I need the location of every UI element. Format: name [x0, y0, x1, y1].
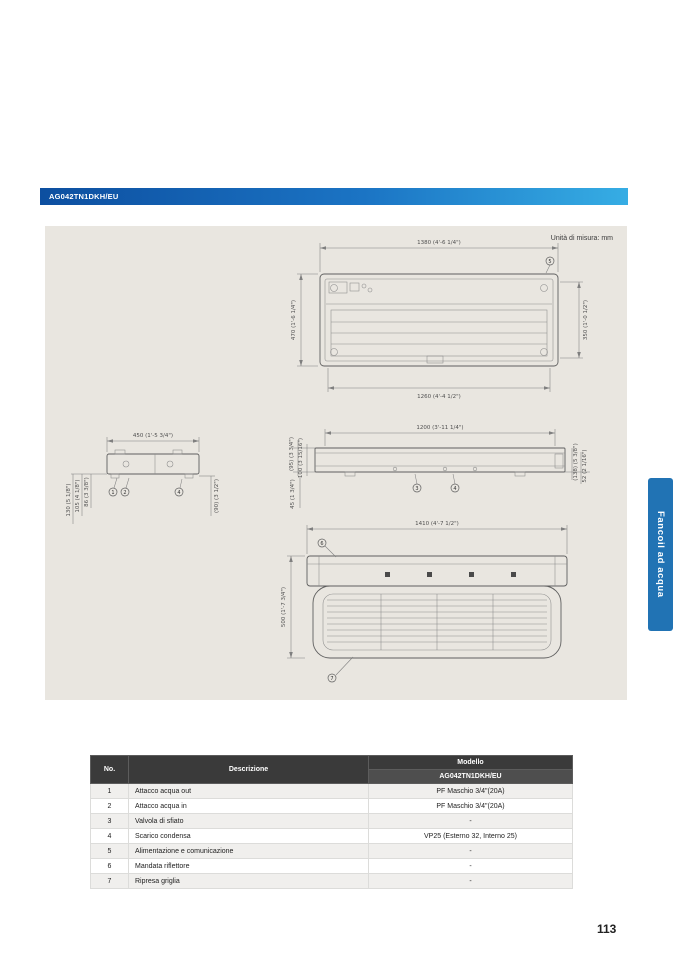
- table-row: 2 Attacco acqua in PF Maschio 3/4"(20A): [90, 798, 573, 814]
- cell-no: 5: [90, 843, 129, 859]
- cell-desc: Mandata riflettore: [128, 858, 369, 874]
- dim-label: 1200 (3'-11 1/4"): [416, 425, 463, 431]
- col-header-modello-group: Modello: [368, 755, 573, 770]
- table-row: 3 Valvola di sfiato -: [90, 813, 573, 829]
- side-tab-label: Fancoil ad acqua: [655, 511, 666, 598]
- svg-text:6: 6: [320, 541, 323, 547]
- table-row: 5 Alimentazione e comunicazione -: [90, 843, 573, 859]
- top-view: 1380 (4'-6 1/4") 470 (1'-6 1/4") 1260 (4…: [291, 240, 589, 400]
- cell-no: 4: [90, 828, 129, 844]
- model-code-label: AG042TN1DKH/EU: [49, 192, 119, 201]
- side-view-long: 1200 (3'-11 1/4") (95) (3 3/4") 100 (3 1…: [289, 425, 590, 509]
- technical-drawings: 1380 (4'-6 1/4") 470 (1'-6 1/4") 1260 (4…: [66, 240, 590, 683]
- dim-label: (95) (3 3/4"): [289, 437, 295, 471]
- unit-of-measure-note: Unità di misura: mm: [550, 235, 613, 242]
- cell-value: -: [368, 843, 573, 859]
- svg-text:4: 4: [453, 486, 456, 492]
- callout-4: 4: [450, 473, 460, 493]
- dim-label: (90) (3 1/2"): [214, 479, 220, 513]
- cell-value: PF Maschio 3/4"(20A): [368, 783, 573, 799]
- callout-2: 2: [120, 477, 130, 497]
- dim-label: 500 (1'-7 3/4"): [281, 587, 287, 627]
- cell-desc: Valvola di sfiato: [128, 813, 369, 829]
- svg-text:3: 3: [415, 486, 418, 492]
- svg-text:7: 7: [330, 676, 333, 682]
- cell-no: 1: [90, 783, 129, 799]
- cell-desc: Ripresa griglia: [128, 873, 369, 889]
- cell-no: 2: [90, 798, 129, 814]
- dim-label: 86 (3 3/8"): [84, 477, 90, 507]
- table-row: 4 Scarico condensa VP25 (Esterno 32, Int…: [90, 828, 573, 844]
- col-header-no: No.: [90, 755, 129, 784]
- dim-label: 1380 (4'-6 1/4"): [417, 240, 461, 246]
- callout-5: 5: [545, 256, 555, 274]
- model-header-band: AG042TN1DKH/EU: [40, 188, 628, 205]
- cell-value: -: [368, 858, 573, 874]
- cell-value: -: [368, 873, 573, 889]
- callout-1: 1: [108, 477, 118, 497]
- callout-7: 7: [327, 656, 354, 683]
- svg-text:2: 2: [123, 490, 126, 496]
- dim-label: 1410 (4'-7 1/2"): [415, 521, 459, 527]
- cell-no: 3: [90, 813, 129, 829]
- dim-label: 470 (1'-6 1/4"): [291, 300, 297, 340]
- callout-6: 6: [317, 538, 337, 558]
- svg-text:5: 5: [548, 259, 551, 265]
- callout-3: 3: [412, 473, 422, 493]
- cell-no: 7: [90, 873, 129, 889]
- cell-value: VP25 (Esterno 32, Interno 25): [368, 828, 573, 844]
- front-view: 1410 (4'-7 1/2") 500 (1'-7 3/4") 6 7: [281, 521, 568, 683]
- cell-no: 6: [90, 858, 129, 874]
- dim-label: 130 (5 1/8"): [66, 483, 72, 516]
- cell-desc: Scarico condensa: [128, 828, 369, 844]
- dim-label: 450 (1'-5 3/4"): [133, 433, 173, 439]
- dim-label: 1260 (4'-4 1/2"): [417, 394, 461, 400]
- dim-label: 52 (2 1/16"): [582, 449, 588, 482]
- cell-desc: Attacco acqua in: [128, 798, 369, 814]
- dim-label: 350 (1'-0 1/2"): [583, 300, 589, 340]
- table-row: 7 Ripresa griglia -: [90, 873, 573, 889]
- side-view-small: 450 (1'-5 3/4") 130 (5 1/8") 105 (4 1/8"…: [66, 433, 220, 524]
- cell-value: -: [368, 813, 573, 829]
- dim-label: 45 (1 3/4"): [290, 479, 296, 509]
- drawing-panel: Unità di misura: mm: [45, 226, 627, 700]
- spec-table: No. Descrizione Modello AG042TN1DKH/EU 1…: [90, 755, 573, 889]
- svg-text:1: 1: [111, 490, 114, 496]
- col-header-descrizione: Descrizione: [128, 755, 369, 784]
- table-row: 1 Attacco acqua out PF Maschio 3/4"(20A): [90, 783, 573, 799]
- callout-4: 4: [174, 478, 184, 497]
- table-row: 6 Mandata riflettore -: [90, 858, 573, 874]
- dim-label: (138) (5 3/8"): [573, 443, 579, 480]
- cell-desc: Attacco acqua out: [128, 783, 369, 799]
- dim-label: 105 (4 1/8"): [75, 479, 81, 512]
- svg-text:4: 4: [177, 490, 180, 496]
- side-tab-fancoil-ad-acqua: Fancoil ad acqua: [648, 478, 673, 631]
- cell-value: PF Maschio 3/4"(20A): [368, 798, 573, 814]
- page-number: 113: [597, 922, 617, 936]
- col-header-model-code: AG042TN1DKH/EU: [368, 769, 573, 784]
- cell-desc: Alimentazione e comunicazione: [128, 843, 369, 859]
- dim-label: 100 (3 15/16"): [298, 438, 304, 478]
